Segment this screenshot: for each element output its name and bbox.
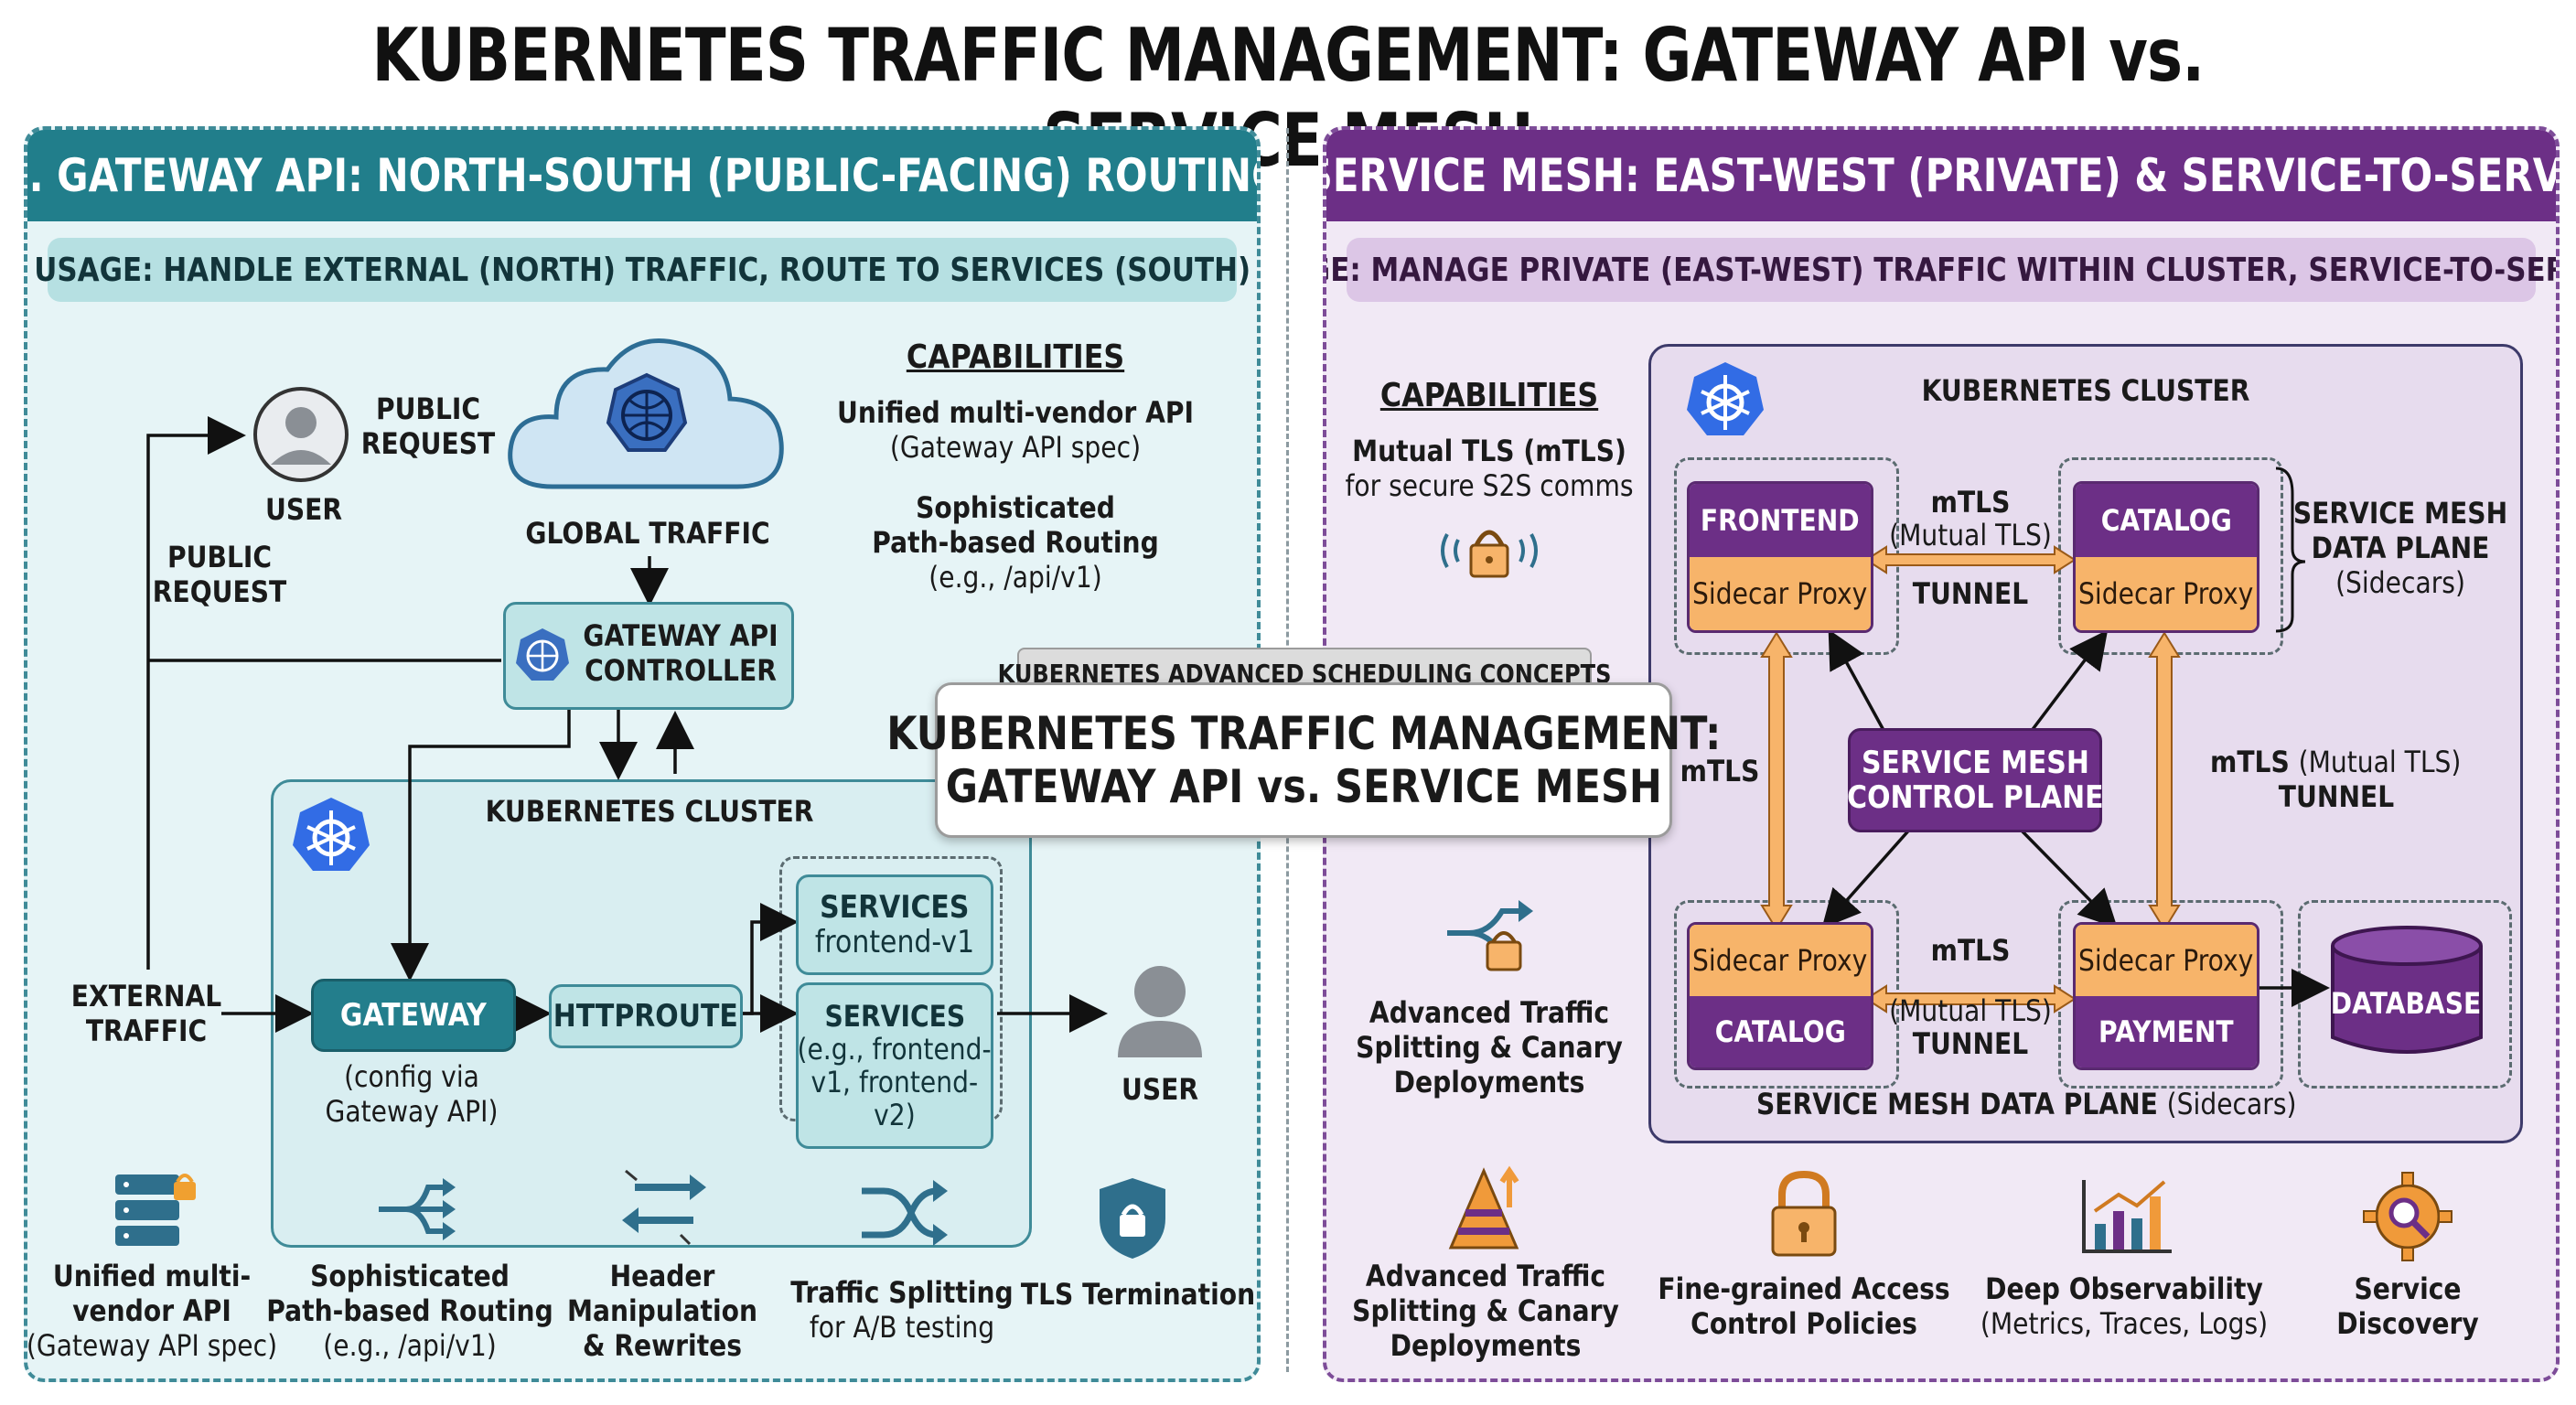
user-right-label: USER [1121,1072,1199,1107]
right-feature4-line2: Discovery [2336,1306,2479,1341]
mesh-usage-bar: USAGE: MANAGE PRIVATE (EAST-WEST) TRAFFI… [1326,238,2556,302]
right-capabilities-title: CAPABILITIES [1379,377,1599,414]
right-cluster-title: KUBERNETES CLUSTER [1921,373,2250,408]
user-label: USER [264,492,343,527]
gear-search-icon [2363,1172,2453,1261]
external-traffic-1: EXTERNAL [70,979,222,1014]
data-plane-brace-1: SERVICE MESH [2292,496,2508,531]
left-feature2-line2: Path-based Routing [266,1293,553,1328]
database-label: DATABASE [2330,986,2482,1021]
right-feature1-line2: Splitting & Canary [1352,1293,1619,1328]
httproute-node[interactable]: HTTPROUTE [549,984,743,1048]
cloud-icon [508,338,784,489]
chart-icon [2082,1180,2172,1253]
right-feature4-line1: Service [2354,1271,2462,1306]
right-feature3-line2: (Metrics, Traces, Logs) [1980,1306,2269,1341]
padlock-icon [1771,1171,1837,1257]
catalog-top-pod[interactable]: CATALOG Sidecar Proxy [2073,481,2259,633]
left-feature3-line1: Header [609,1259,715,1293]
right-feature2-line1: Fine-grained Access [1658,1271,1950,1306]
left-feature5-line1: TLS Termination [1020,1277,1256,1312]
right-feature2-line2: Control Policies [1690,1306,1917,1341]
controller-line-2: CONTROLLER [585,653,777,688]
left-feature2-line1: Sophisticated [310,1259,510,1293]
mesh-kubernetes-logo-icon [1687,362,1764,435]
gateway-globe-icon [516,628,569,681]
left-cap2-line1: Sophisticated [916,490,1115,525]
left-feature4-line2: for A/B testing [809,1310,995,1345]
data-plane-bottom-label: SERVICE MESH DATA PLANE (Sidecars) [1756,1087,2297,1121]
service-mesh-control-plane[interactable]: SERVICE MESH CONTROL PLANE [1847,728,2103,832]
left-cap2-line3: (e.g., /api/v1) [928,560,1102,595]
gateway-note-1: (config via [344,1059,479,1094]
right-cap-split-2: Splitting & Canary [1356,1030,1623,1065]
mtls-bottom-3: TUNNEL [1912,1026,2029,1061]
right-cap-mtls-2: for secure S2S comms [1345,468,1634,503]
mtls-top-1: mTLS [1930,485,2011,520]
right-cap-split-1: Advanced Traffic [1368,995,1610,1030]
user-right-icon [1118,966,1202,1057]
services-frontend-v1-v2[interactable]: SERVICES (e.g., frontend- v1, frontend- … [796,982,993,1149]
left-feature1-line1: Unified multi- [52,1259,252,1293]
header-rewrite-icon [622,1169,706,1246]
traffic-cone-icon [1448,1165,1519,1249]
mtls-top-3: TUNNEL [1912,576,2029,611]
catalog-bottom-pod[interactable]: Sidecar Proxy CATALOG [1687,922,1873,1070]
database-icon [2331,926,2483,1054]
path-routing-icon [379,1178,456,1240]
gateway-node[interactable]: GATEWAY [311,979,516,1052]
left-cap1-line2: (Gateway API spec) [889,430,1142,465]
public-request-top-2: REQUEST [360,426,496,461]
server-lock-icon [115,1174,196,1246]
frontend-pod[interactable]: FRONTEND Sidecar Proxy [1687,481,1873,633]
payment-pod[interactable]: Sidecar Proxy PAYMENT [2073,922,2259,1070]
left-feature2-line3: (e.g., /api/v1) [323,1328,497,1363]
left-feature3-line3: & Rewrites [582,1328,743,1363]
right-feature1-line1: Advanced Traffic [1365,1259,1606,1293]
kubernetes-logo-icon [293,798,370,871]
services-frontend-v1[interactable]: SERVICES frontend-v1 [796,874,993,975]
left-feature3-line2: Manipulation [566,1293,758,1328]
mtls-bottom-2: (Mutual TLS) [1889,993,2052,1028]
right-feature1-line3: Deployments [1390,1328,1582,1363]
mtls-left: mTLS [1680,754,1760,788]
left-cap1-line1: Unified multi-vendor API [837,395,1194,430]
global-traffic-label: GLOBAL TRAFFIC [525,516,770,551]
mtls-top-2: (Mutual TLS) [1889,518,2052,552]
left-feature1-line2: vendor API [72,1293,231,1328]
shield-lock-icon [1100,1178,1165,1259]
user-avatar-icon [253,387,349,482]
right-feature3-line1: Deep Observability [1985,1271,2263,1306]
public-request-top-1: PUBLIC [375,391,481,426]
overlay-title-card: KUBERNETES TRAFFIC MANAGEMENT: GATEWAY A… [886,682,1721,838]
shuffle-icon [862,1180,948,1246]
controller-line-1: GATEWAY API [583,618,778,653]
external-traffic-2: TRAFFIC [85,1014,208,1048]
wireless-lock-icon [1441,530,1538,578]
public-request-left-1: PUBLIC [166,540,273,574]
data-plane-brace-3: (Sidecars) [2335,565,2465,600]
mtls-right-2: TUNNEL [2278,779,2395,814]
split-lock-icon [1447,900,1533,971]
gateway-api-header: 1. GATEWAY API: NORTH-SOUTH (PUBLIC-FACI… [27,130,1257,221]
left-capabilities-title: CAPABILITIES [906,338,1125,376]
mtls-bottom-1: mTLS [1930,933,2011,968]
left-feature1-line3: (Gateway API spec) [26,1328,278,1363]
left-cap2-line2: Path-based Routing [872,525,1159,560]
public-request-left-2: REQUEST [152,574,287,609]
left-feature4-line1: Traffic Splitting [790,1275,1014,1310]
right-cap-mtls-1: Mutual TLS (mTLS) [1352,434,1626,468]
gateway-usage-bar: USAGE: HANDLE EXTERNAL (NORTH) TRAFFIC, … [34,238,1250,302]
left-cluster-title: KUBERNETES CLUSTER [485,794,814,829]
mtls-right-1: mTLS (Mutual TLS) [2210,745,2462,779]
gateway-note-2: Gateway API) [325,1094,499,1129]
service-mesh-header: 2. SERVICE MESH: EAST-WEST (PRIVATE) & S… [1326,130,2556,221]
data-plane-brace-2: DATA PLANE [2311,531,2490,565]
right-cap-split-3: Deployments [1393,1065,1585,1099]
